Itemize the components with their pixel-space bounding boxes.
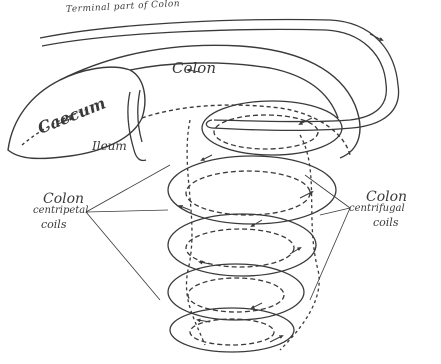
centrifugal-sub-label: centrifugal bbox=[349, 204, 405, 214]
centripetal-title-label: Colon bbox=[43, 192, 84, 206]
ileum-label: Ileum bbox=[92, 140, 127, 152]
centrifugal-title-label: Colon bbox=[366, 190, 407, 204]
spiral-coils bbox=[168, 101, 342, 352]
centrifugal-coils-label: coils bbox=[373, 217, 398, 228]
colon-label: Colon bbox=[172, 61, 216, 76]
centripetal-coils-label: coils bbox=[41, 219, 66, 230]
direction-arrows bbox=[58, 34, 382, 342]
centripetal-sub-label: centripetal bbox=[33, 206, 88, 216]
